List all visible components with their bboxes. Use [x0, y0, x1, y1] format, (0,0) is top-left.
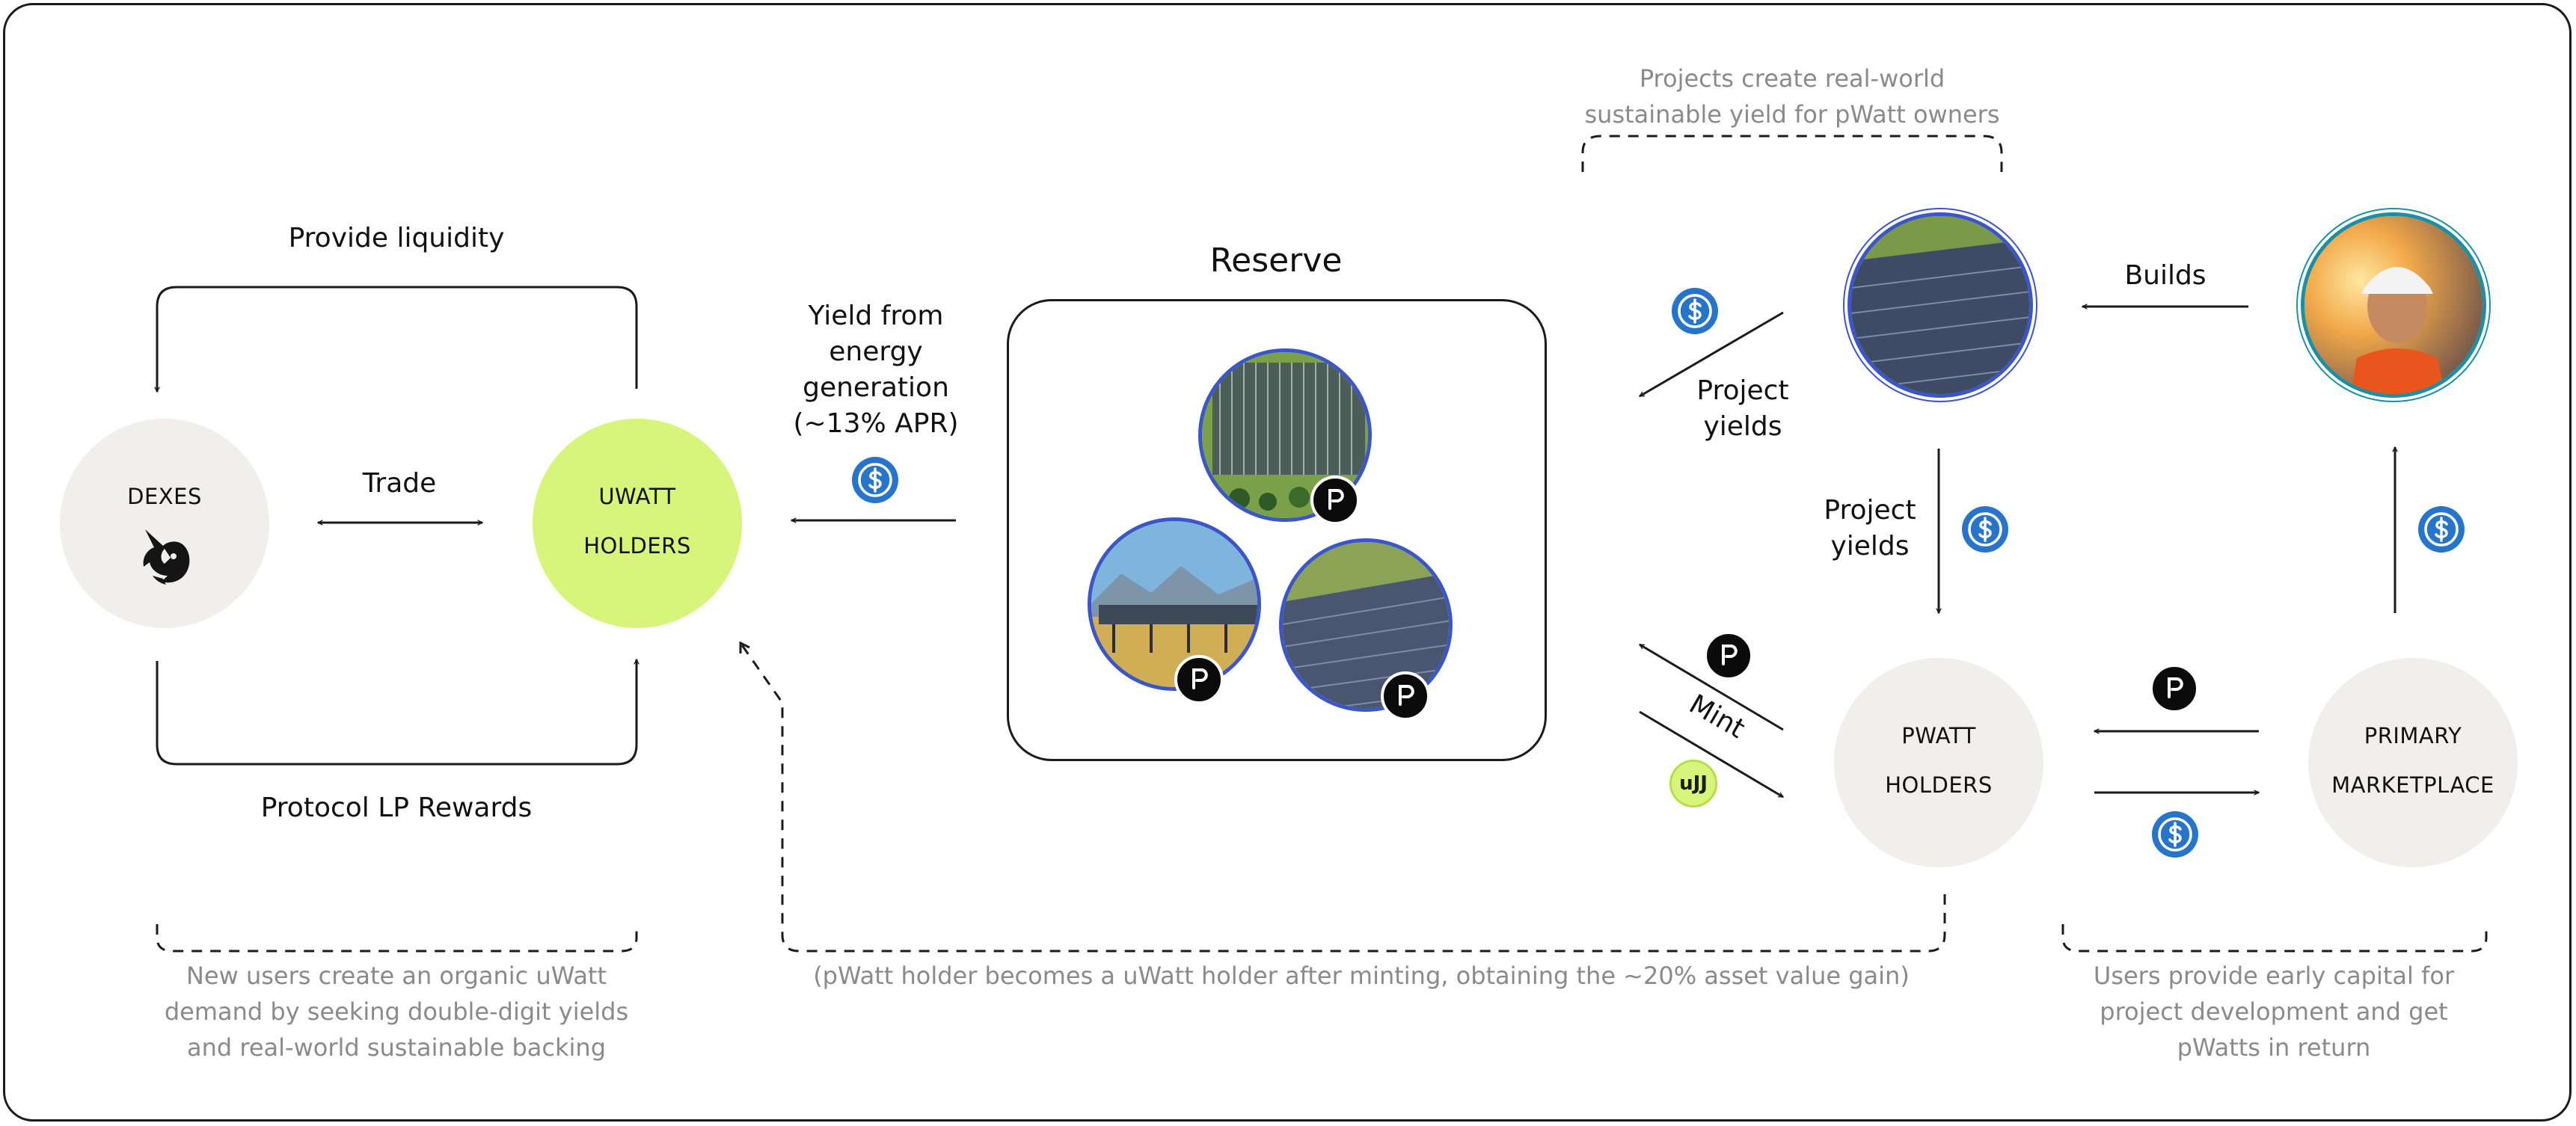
usdc-icon	[2418, 506, 2465, 553]
right-note-bracket	[2061, 924, 2488, 953]
pwatt-token-icon	[1381, 671, 1430, 721]
project-yields-diagonal-arrow	[1640, 311, 1784, 398]
reserve-box	[1007, 299, 1547, 761]
uwatt-holders-label-line2: HOLDERS	[583, 533, 691, 559]
builds-label: Builds	[2124, 260, 2207, 291]
top-note-bracket	[1581, 135, 2003, 172]
pwatt-holders-label-line2: HOLDERS	[1885, 772, 1993, 798]
protocol-lp-rewards-label: Protocol LP Rewards	[260, 793, 533, 823]
primary-marketplace-node[interactable]: PRIMARY MARKETPLACE	[2308, 658, 2518, 867]
reserve-title: Reserve	[1209, 241, 1343, 280]
uwatt-holders-node[interactable]: UWATT HOLDERS	[533, 419, 742, 628]
left-note-bracket	[156, 924, 638, 953]
mint-out-arrow	[1640, 643, 1784, 731]
project-yields-top-line1: Project	[1696, 375, 1789, 406]
pwatt-holders-label-line1: PWATT	[1901, 723, 1976, 748]
usdc-icon	[1672, 288, 1718, 334]
project-yields-mid-line2: yields	[1830, 531, 1910, 562]
yield-label-line4: (~13% APR)	[793, 408, 959, 439]
diagram-frame	[3, 3, 2572, 1122]
primary-marketplace-label-line2: MARKETPLACE	[2331, 772, 2494, 798]
right-note-line3: pWatts in return	[2177, 1033, 2371, 1062]
pwatt-token-icon	[1310, 476, 1360, 525]
protocol-lp-rewards-arrow	[156, 659, 637, 766]
engineer-photo	[2301, 212, 2486, 398]
trade-label: Trade	[362, 468, 437, 499]
uwatt-holders-label-line1: UWATT	[598, 484, 676, 509]
left-note-line3: and real-world sustainable backing	[187, 1033, 606, 1062]
conversion-dashed-arrow	[739, 642, 1946, 953]
dexes-label: DEXES	[127, 484, 202, 509]
yield-label-line2: energy	[829, 336, 923, 367]
pwatt-token-icon	[1174, 655, 1224, 704]
yield-label-line1: Yield from	[808, 301, 944, 331]
usdc-icon	[1962, 506, 2008, 553]
reserve-solar-photo-top	[1198, 348, 1372, 522]
provide-liquidity-arrow	[157, 286, 638, 392]
right-note-line2: project development and get	[2100, 997, 2448, 1026]
solar-project-photo	[1847, 212, 2033, 398]
provide-liquidity-label: Provide liquidity	[288, 223, 505, 253]
conversion-arrow-head	[739, 641, 750, 653]
usdc-icon	[2152, 811, 2198, 858]
unicorn-icon	[143, 529, 190, 585]
left-note-line1: New users create an organic uWatt	[185, 962, 607, 990]
usdc-icon	[852, 457, 898, 503]
pwatt-token-icon	[1704, 631, 1753, 680]
pwatt-holders-node[interactable]: PWATT HOLDERS	[1834, 658, 2043, 867]
pwatt-token-icon	[2150, 664, 2199, 713]
yield-label-line3: generation	[803, 372, 949, 403]
center-note: (pWatt holder becomes a uWatt holder aft…	[813, 962, 1910, 990]
left-note-line2: demand by seeking double-digit yields	[164, 997, 629, 1026]
mint-in-arrow	[1639, 710, 1783, 799]
primary-marketplace-label-line1: PRIMARY	[2364, 723, 2462, 748]
project-yields-top-line2: yields	[1703, 411, 1782, 442]
top-note-line1: Projects create real-world	[1639, 64, 1945, 93]
top-note-line2: sustainable yield for pWatt owners	[1584, 100, 2000, 129]
dexes-node[interactable]: DEXES	[60, 419, 269, 628]
right-note-line1: Users provide early capital for	[2093, 962, 2455, 990]
reserve-solar-photo-left	[1088, 517, 1261, 691]
uwatt-token-icon: uJJ	[1669, 760, 1717, 807]
project-yields-mid-line1: Project	[1824, 495, 1916, 526]
